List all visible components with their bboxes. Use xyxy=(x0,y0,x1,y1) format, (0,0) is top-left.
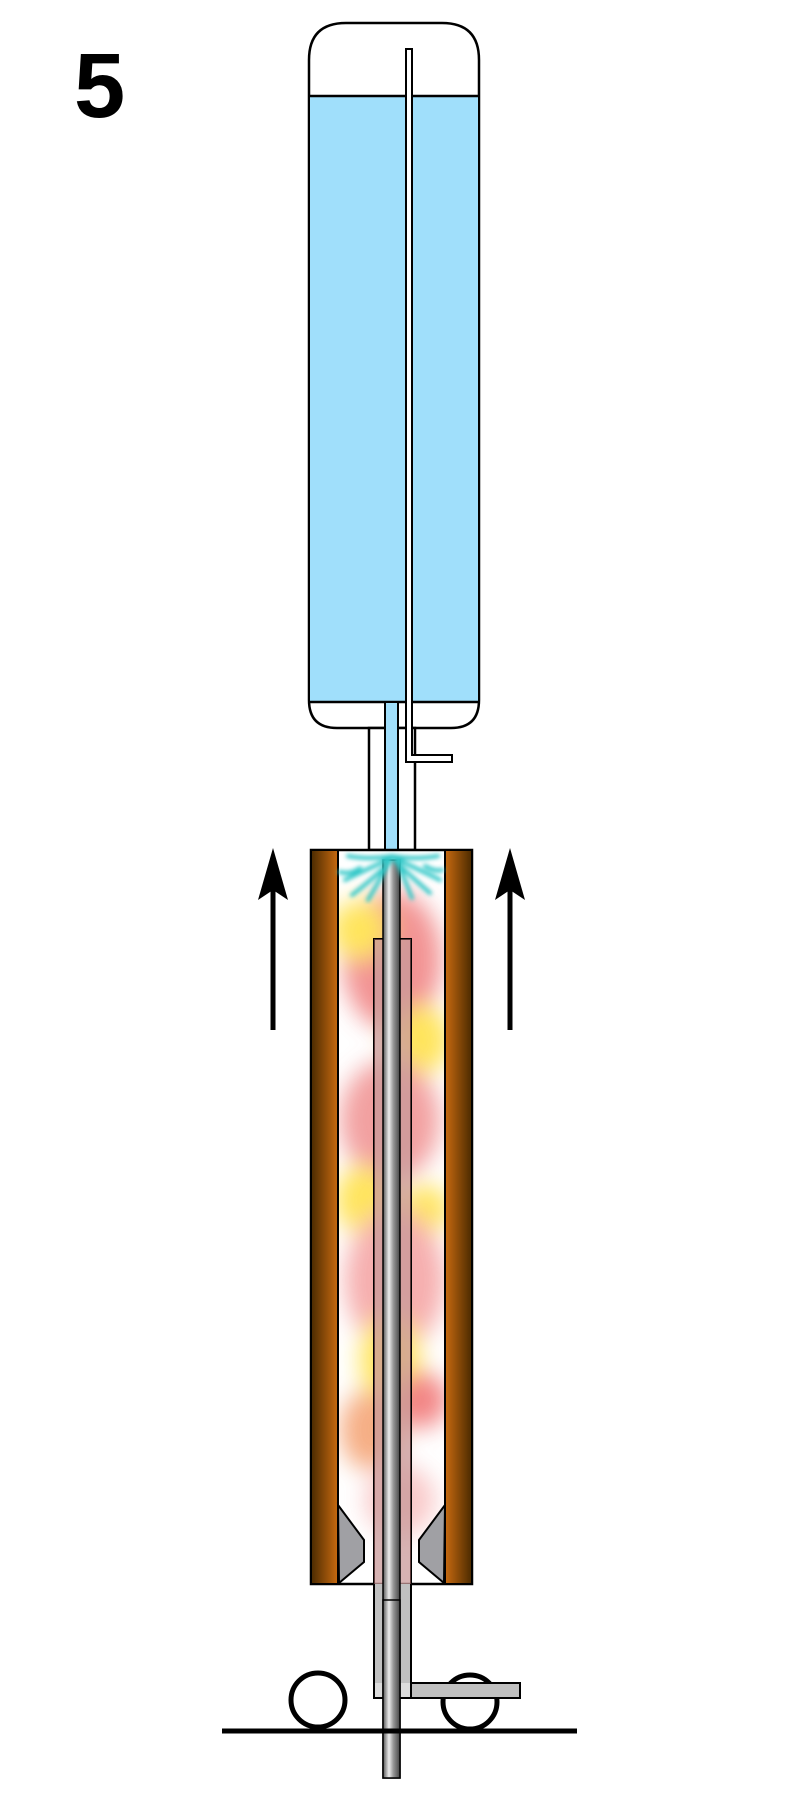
up-arrow-left-icon xyxy=(258,848,288,1030)
hook-rod xyxy=(405,48,453,763)
up-arrow-right-icon xyxy=(495,848,525,1030)
water-tank xyxy=(307,21,481,730)
wheel-left xyxy=(288,1670,348,1730)
water-fill xyxy=(310,96,478,702)
step-number-label: 5 xyxy=(74,35,126,137)
nozzle-wedge-right xyxy=(418,1501,447,1586)
water-spray xyxy=(338,854,444,902)
water-feed-tube xyxy=(384,701,399,853)
wall-right xyxy=(444,849,473,1585)
wall-left xyxy=(310,849,339,1585)
nozzle-wedge-left xyxy=(336,1501,365,1586)
